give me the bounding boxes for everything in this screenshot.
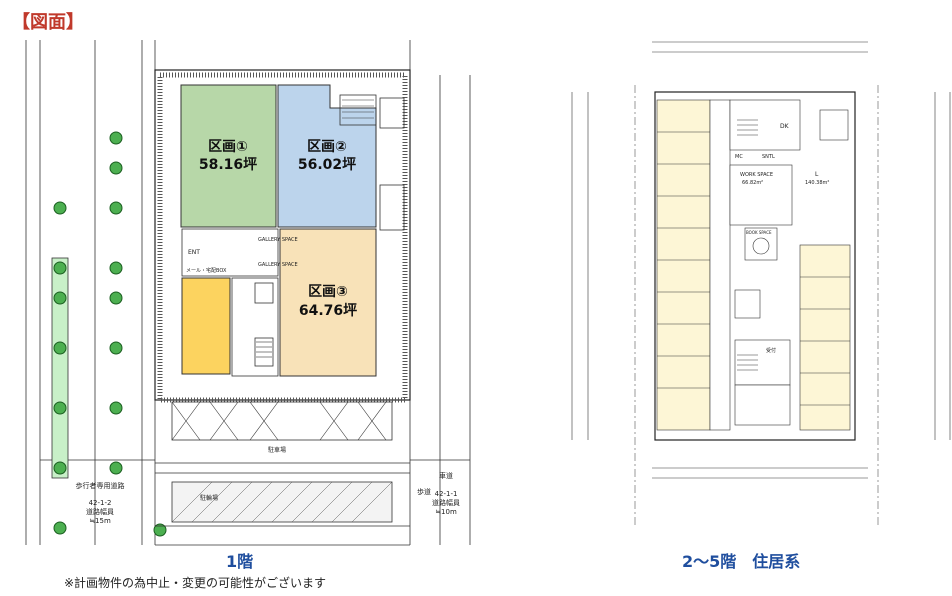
- road-right-label: 車道: [439, 471, 453, 480]
- floor-plan-2-5f: DK MC SNTL L 140.38m² WORK SPACE 66.82m²…: [571, 41, 951, 525]
- work-label: WORK SPACE: [740, 172, 773, 178]
- l-area-label: 140.38m²: [805, 180, 829, 186]
- floor-label-1f: 1階: [226, 552, 254, 571]
- disclaimer-note: ※計画物件の為中止・変更の可能性がございます: [64, 576, 327, 590]
- road-right-sidewalk: 歩道: [417, 487, 431, 496]
- section-2-name: 区画②: [307, 139, 347, 155]
- entrance-label: ENT: [188, 249, 200, 256]
- road-right-width: 道路幅員: [432, 498, 460, 507]
- section-2-area-text: 56.02坪: [298, 157, 356, 173]
- work-area-label: 66.82m²: [742, 180, 763, 186]
- floor-label-2-5f: 2～5階 住居系: [682, 552, 801, 571]
- parking-label: 駐車場: [268, 446, 286, 454]
- l-label: L: [815, 171, 819, 178]
- green-strip: [51, 257, 69, 479]
- bike-label: 駐輪場: [200, 494, 218, 502]
- gallery-label-2: GALLERY SPACE: [258, 262, 298, 268]
- section-3-area: [279, 228, 377, 377]
- dk-label: DK: [780, 123, 790, 130]
- stairs-1f: [256, 99, 374, 358]
- book-label: BOOK SPACE: [746, 230, 772, 235]
- road-left-width: 道路幅員: [86, 507, 114, 516]
- road-left-label: 歩行者専用道路: [76, 481, 125, 490]
- road-left-width-val: ≒15m: [89, 517, 111, 525]
- road-right-code: 42-1-1: [435, 490, 458, 498]
- page-title: 【図面】: [12, 12, 84, 33]
- core-walls: [181, 94, 405, 377]
- parking-area: [171, 401, 393, 441]
- road-right-width-val: ≒10m: [435, 508, 457, 516]
- bike-hatch: [171, 481, 393, 523]
- sntl-label: SNTL: [762, 154, 775, 160]
- section-3-area-text: 64.76坪: [299, 303, 357, 319]
- bike-parking-area: [171, 481, 393, 523]
- reception-label: 受付: [766, 347, 776, 354]
- parking-stalls: [171, 401, 387, 441]
- section-1-name: 区画①: [208, 139, 248, 155]
- section-2-area: [277, 84, 377, 228]
- section-1-area-text: 58.16坪: [199, 157, 257, 173]
- trees: [53, 131, 167, 537]
- mail-label: メール・宅配BOX: [186, 267, 227, 274]
- building-outline-1f: [154, 69, 411, 401]
- road-left-code: 42-1-2: [89, 499, 112, 507]
- unlabeled-area: [181, 277, 231, 375]
- mc-label: MC: [735, 154, 743, 160]
- section-1-area: [180, 84, 277, 228]
- section-3-name: 区画③: [308, 284, 348, 300]
- gallery-label-1: GALLERY SPACE: [258, 237, 298, 243]
